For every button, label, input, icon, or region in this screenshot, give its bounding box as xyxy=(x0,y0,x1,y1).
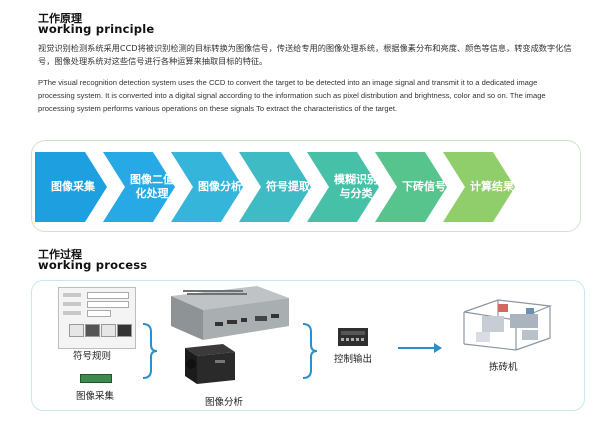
caption-image-analysis: 图像分析 xyxy=(205,397,244,408)
principle-title-en: working principle xyxy=(38,22,155,36)
principle-paragraph-cn: 视觉识别检测系统采用CCD将被识别检测的目标转换为图像信号，传送给专用的图像处理… xyxy=(38,43,572,66)
flow-step-label: 模糊识别与分类 xyxy=(334,173,378,200)
control-output-device-image xyxy=(338,328,368,346)
flow-step-label: 图像采集 xyxy=(51,180,95,193)
caption-image-capture: 图像采集 xyxy=(76,391,115,402)
flow-step-arrow xyxy=(375,152,447,222)
principle-paragraph-en: PThe visual recognition detection system… xyxy=(38,78,546,113)
process-title-en: working process xyxy=(38,258,148,272)
brick-picking-machine-image xyxy=(463,299,553,351)
arrow-right-icon xyxy=(398,343,442,353)
caption-control-output: 控制输出 xyxy=(334,354,373,365)
flow-step-label: 计算结果 xyxy=(470,180,514,193)
flow-step-label: 下砖信号 xyxy=(402,180,446,193)
flow-arrows xyxy=(35,152,515,222)
caption-symbol-rule: 符号规则 xyxy=(73,351,112,362)
symbol-rule-screenshot xyxy=(58,287,136,349)
flow-step-arrow xyxy=(307,152,379,222)
flow-step-label: 图像分析 xyxy=(198,180,242,193)
principle-title-cn: 工作原理 xyxy=(38,12,82,25)
flow-step-arrow xyxy=(103,152,175,222)
industrial-pc-image xyxy=(171,286,289,340)
flow-step-arrow xyxy=(443,152,515,222)
flow-step-arrow xyxy=(35,152,107,222)
flow-step-label: 图像二值化处理 xyxy=(130,173,174,200)
process-title-cn: 工作过程 xyxy=(38,248,82,261)
flow-step-arrow xyxy=(239,152,311,222)
caption-brick-picker: 拣砖机 xyxy=(489,362,518,373)
camera-image xyxy=(185,344,235,384)
flow-step-arrow xyxy=(171,152,243,222)
capture-card-image xyxy=(80,374,112,383)
flow-step-label: 符号提取 xyxy=(266,180,310,193)
brace-2-icon xyxy=(302,323,318,379)
flow-labels: 图像采集 图像二值化处理 图像分析 符号提取 模糊识别与分类 下砖信号 计算结果 xyxy=(31,140,583,232)
brace-1-icon xyxy=(142,323,158,379)
